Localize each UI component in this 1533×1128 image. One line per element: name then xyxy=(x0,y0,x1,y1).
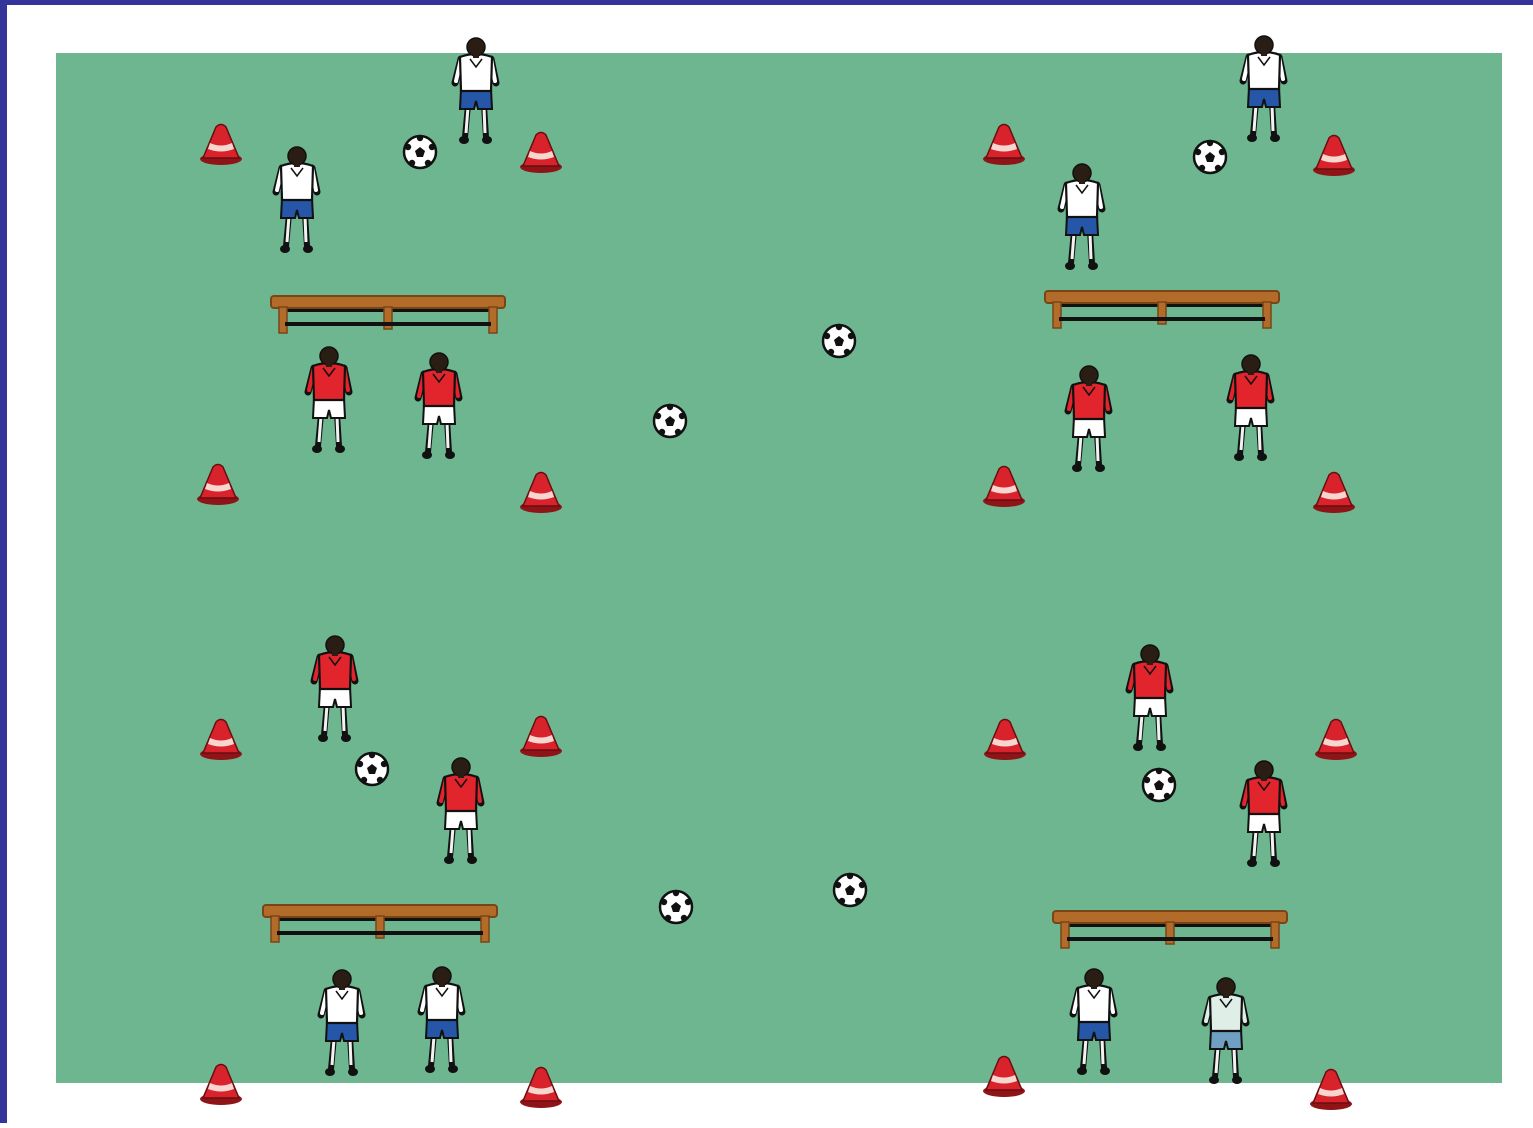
soccer-ball-icon xyxy=(1143,768,1175,801)
drill-diagram xyxy=(7,5,1533,1128)
soccer-ball-icon xyxy=(823,324,855,357)
soccer-ball-icon xyxy=(660,890,692,923)
soccer-ball-icon xyxy=(356,752,388,785)
soccer-ball-icon xyxy=(834,873,866,906)
soccer-ball-icon xyxy=(1194,140,1226,173)
soccer-ball-icon xyxy=(654,404,686,437)
soccer-ball-icon xyxy=(404,135,436,168)
